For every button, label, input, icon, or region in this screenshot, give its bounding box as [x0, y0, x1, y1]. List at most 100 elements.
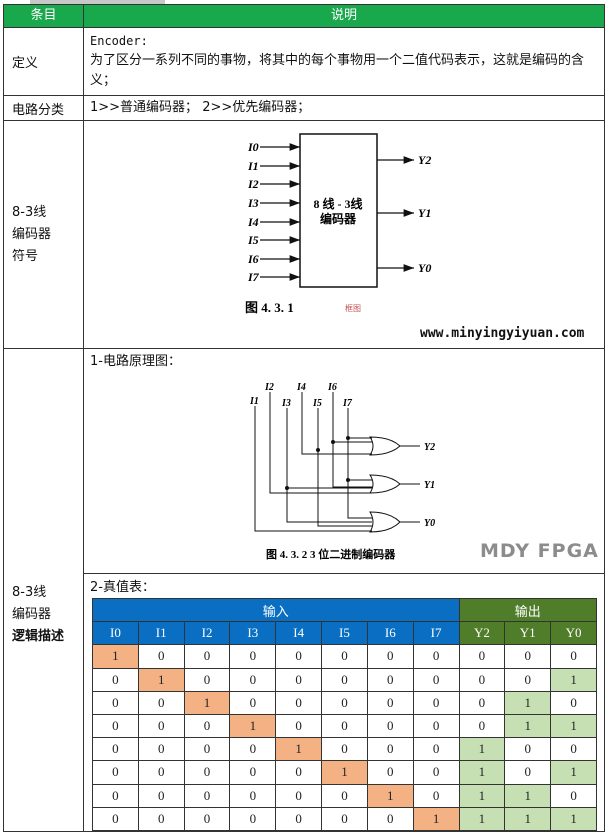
input-label: I3 [247, 196, 259, 210]
schematic-output-label: Y2 [424, 442, 435, 453]
table-cell: 0 [550, 690, 597, 715]
input-label: I5 [247, 233, 259, 247]
table-cell: 0 [366, 806, 414, 831]
table-cell: 0 [550, 783, 597, 808]
table-cell: 0 [321, 690, 368, 715]
output-label: Y2 [418, 153, 431, 167]
input-label: I4 [247, 215, 259, 229]
table-cell: 0 [321, 667, 368, 692]
table-cell: 0 [229, 760, 277, 785]
table-cell: 0 [458, 713, 506, 739]
table-cell: 0 [137, 783, 185, 808]
table-cell: 1 [137, 667, 185, 692]
table-cell: 1 [458, 783, 506, 808]
column-header-i1: I1 [137, 621, 185, 646]
table-cell: 0 [550, 644, 597, 669]
table-cell: 1 [504, 713, 552, 739]
table-cell: 0 [229, 644, 277, 669]
table-cell: 0 [92, 760, 139, 785]
table-cell: 0 [366, 690, 414, 715]
table-cell: 0 [183, 713, 231, 739]
table-cell: 0 [504, 667, 552, 692]
table-cell: 0 [275, 690, 323, 715]
label-line: 编码器 [12, 226, 52, 242]
table-cell: 1 [550, 667, 597, 692]
block-label: 8 线 - 3线 [314, 196, 363, 211]
table-cell: 0 [275, 783, 323, 808]
table-cell: 0 [366, 713, 414, 739]
table-cell: 0 [412, 690, 460, 715]
table-cell: 0 [92, 713, 139, 739]
column-header-y2: Y2 [458, 621, 506, 646]
table-cell: 0 [229, 783, 277, 808]
header-item: 条目 [3, 4, 84, 28]
table-cell: 0 [137, 760, 185, 785]
encoder-block-diagram: 8 线 - 3线 编码器 图 4. 3. 1 框图 [245, 133, 378, 315]
input-label: I1 [247, 159, 259, 173]
table-cell: 0 [92, 667, 139, 692]
output-group-header: 输出 [458, 597, 597, 623]
column-header-y1: Y1 [504, 621, 552, 646]
table-cell: 0 [412, 644, 460, 669]
label-line: 逻辑描述 [12, 629, 65, 644]
table-cell: 0 [412, 783, 460, 808]
table-cell: 0 [183, 783, 231, 808]
schematic-input-label: I3 [281, 398, 291, 409]
table-cell: 1 [458, 806, 506, 831]
output-label: Y0 [418, 261, 431, 275]
or-gate-y0 [369, 511, 401, 533]
watermark-brand: MDY FPGA [480, 540, 599, 562]
table-cell: 0 [504, 760, 552, 785]
definition-text: 为了区分一系列不同的事物，将其中的每个事物用一个二值代码表示，这就是编码的含义； [90, 53, 585, 88]
table-cell: 0 [137, 737, 185, 762]
figure-caption: 图 4. 3. 1 [245, 300, 294, 315]
table-cell: 0 [550, 737, 597, 762]
block-label: 编码器 [319, 211, 357, 226]
column-header-i6: I6 [366, 621, 414, 646]
table-cell: 0 [366, 760, 414, 785]
column-header-i3: I3 [229, 621, 277, 646]
label-line: 8-3线 [12, 585, 47, 600]
table-cell: 1 [412, 806, 460, 831]
table-cell: 0 [412, 760, 460, 785]
or-gate-y2 [369, 436, 401, 456]
encoder-block [299, 133, 378, 288]
column-header-i7: I7 [412, 621, 460, 646]
table-cell: 0 [229, 667, 277, 692]
table-cell: 0 [366, 667, 414, 692]
table-cell: 1 [321, 760, 368, 785]
or-gate-y1 [369, 474, 401, 494]
table-cell: 0 [137, 644, 185, 669]
table-cell: 0 [366, 644, 414, 669]
column-header-i4: I4 [275, 621, 323, 646]
table-cell: 0 [458, 690, 506, 715]
schematic-caption: 图 4. 3. 2 3 位二进制编码器 [266, 547, 396, 561]
table-cell: 1 [366, 783, 414, 808]
table-cell: 0 [412, 713, 460, 739]
table-cell: 1 [504, 806, 552, 831]
table-cell: 1 [229, 713, 277, 739]
table-cell: 1 [504, 783, 552, 808]
schematic-input-label: I5 [312, 398, 322, 409]
table-cell: 0 [275, 644, 323, 669]
table-cell: 0 [183, 737, 231, 762]
table-cell: 1 [550, 806, 597, 831]
column-header-i0: I0 [92, 621, 139, 646]
column-header-i5: I5 [321, 621, 368, 646]
label-line: 符号 [12, 248, 39, 264]
group-header-row: 输入 输出 [92, 597, 597, 623]
table-cell: 0 [229, 806, 277, 831]
input-label: I6 [247, 252, 259, 266]
truth-table-title: 2-真值表： [90, 580, 155, 595]
schematic-output-label: Y1 [424, 480, 435, 491]
encoder-schematic [254, 392, 420, 533]
